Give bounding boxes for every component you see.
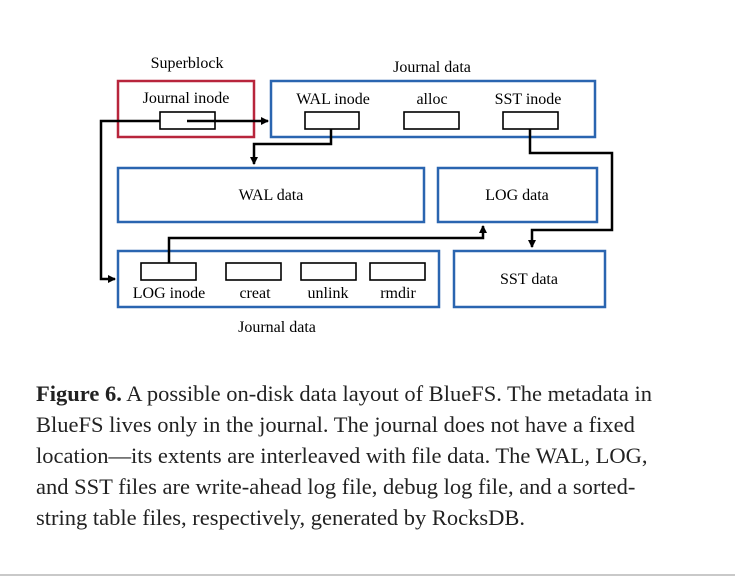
alloc-label: alloc: [416, 91, 447, 108]
superblock-box: [116, 79, 256, 139]
rmdir-record: [369, 262, 426, 281]
unlink-record: [300, 262, 357, 281]
journal-inode-label: Journal inode: [143, 90, 230, 107]
alloc-record: [403, 111, 460, 130]
sst-inode-to-sst-data-arrow: [528, 129, 614, 248]
journal-data-bottom-label: Journal data: [238, 319, 316, 336]
log-inode-label: LOG inode: [133, 285, 205, 302]
rmdir-label: rmdir: [380, 285, 416, 302]
creat-label: creat: [239, 285, 271, 302]
log-inode-to-log-data-arrow: [167, 225, 487, 263]
log-data-label: LOG data: [485, 187, 549, 204]
sst-inode-label: SST inode: [495, 91, 562, 108]
log-data-box: [436, 166, 599, 224]
journal-data-bottom-box: [116, 249, 441, 309]
figure-caption: Figure 6. A possible on-disk data layout…: [36, 378, 676, 533]
sst-data-box: [452, 249, 607, 309]
sst-inode-pointer: [502, 111, 559, 130]
unlink-label: unlink: [308, 285, 349, 302]
journal-data-top-box: [269, 79, 597, 139]
journal-inode-to-log-inode-arrow: [99, 119, 160, 283]
wal-data-label: WAL data: [239, 187, 304, 204]
journal-data-top-label: Journal data: [393, 59, 471, 76]
log-inode-pointer: [140, 262, 197, 281]
superblock-label: Superblock: [151, 55, 224, 72]
wal-inode-pointer: [304, 111, 360, 130]
wal-inode-label: WAL inode: [296, 91, 370, 108]
bottom-divider: [0, 574, 735, 576]
caption-text: A possible on-disk data layout of BlueFS…: [36, 381, 652, 530]
wal-data-box: [116, 166, 426, 224]
caption-label: Figure 6.: [36, 381, 122, 406]
bluefs-layout-diagram: Superblock Journal inode Journal data WA…: [99, 55, 614, 336]
wal-inode-to-wal-data-arrow: [250, 129, 333, 165]
sst-data-label: SST data: [500, 271, 558, 288]
creat-record: [225, 262, 282, 281]
